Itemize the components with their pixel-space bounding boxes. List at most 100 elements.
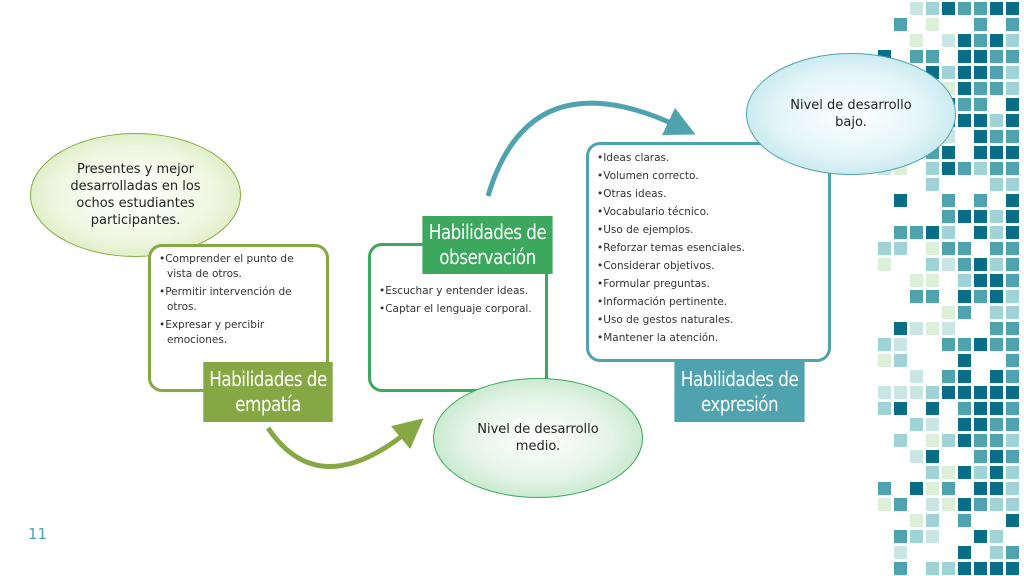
mosaic-square xyxy=(974,146,987,159)
mosaic-square xyxy=(942,482,955,495)
mosaic-square xyxy=(974,98,987,111)
mosaic-square xyxy=(1006,370,1019,383)
mosaic-square xyxy=(1006,466,1019,479)
mosaic-square xyxy=(990,2,1003,15)
mosaic-square xyxy=(958,2,971,15)
mosaic-square xyxy=(990,562,1003,575)
mosaic-square xyxy=(926,322,939,335)
mosaic-square xyxy=(990,418,1003,431)
mosaic-square xyxy=(990,434,1003,447)
mosaic-square xyxy=(1006,354,1019,367)
mosaic-square xyxy=(958,370,971,383)
mosaic-square xyxy=(894,498,907,511)
mosaic-square xyxy=(910,370,923,383)
mosaic-square xyxy=(942,258,955,271)
mosaic-square xyxy=(1006,210,1019,223)
mosaic-square xyxy=(942,162,955,175)
mosaic-square xyxy=(894,562,907,575)
mosaic-square xyxy=(974,194,987,207)
mosaic-square xyxy=(910,482,923,495)
mosaic-square xyxy=(990,34,1003,47)
expression-note-ellipse: Nivel de desarrollo bajo. xyxy=(746,53,956,175)
mosaic-square xyxy=(958,210,971,223)
list-item: Expresar y percibir emociones. xyxy=(159,318,320,348)
mosaic-square xyxy=(958,66,971,79)
mosaic-square xyxy=(1006,306,1019,319)
mosaic-square xyxy=(958,98,971,111)
list-item: Uso de ejemplos. xyxy=(597,223,822,238)
empathy-note-text: Presentes y mejor desarrolladas en los o… xyxy=(70,162,201,228)
mosaic-square xyxy=(942,2,955,15)
mosaic-square xyxy=(974,386,987,399)
mosaic-square xyxy=(958,290,971,303)
mosaic-square xyxy=(974,18,987,31)
mosaic-square xyxy=(878,354,891,367)
mosaic-square xyxy=(974,562,987,575)
mosaic-square xyxy=(990,530,1003,543)
mosaic-square xyxy=(1006,114,1019,127)
mosaic-square xyxy=(1006,178,1019,191)
mosaic-square xyxy=(974,226,987,239)
mosaic-square xyxy=(910,290,923,303)
mosaic-square xyxy=(958,258,971,271)
mosaic-square xyxy=(958,354,971,367)
mosaic-square xyxy=(926,482,939,495)
mosaic-square xyxy=(942,66,955,79)
mosaic-square xyxy=(958,274,971,287)
mosaic-square xyxy=(990,242,1003,255)
mosaic-square xyxy=(910,386,923,399)
mosaic-square xyxy=(1006,546,1019,559)
mosaic-square xyxy=(926,50,939,63)
mosaic-square xyxy=(974,114,987,127)
observation-list: Escuchar y entender ideas. Captar el len… xyxy=(379,284,539,317)
mosaic-square xyxy=(942,434,955,447)
mosaic-square xyxy=(990,210,1003,223)
mosaic-square xyxy=(974,82,987,95)
mosaic-square xyxy=(958,338,971,351)
list-item: Formular preguntas. xyxy=(597,277,822,292)
mosaic-square xyxy=(974,2,987,15)
mosaic-square xyxy=(1006,82,1019,95)
mosaic-square xyxy=(878,498,891,511)
mosaic-square xyxy=(990,50,1003,63)
slide-number: 11 xyxy=(28,525,48,543)
list-item: Comprender el punto de vista de otros. xyxy=(159,252,320,282)
mosaic-square xyxy=(1006,322,1019,335)
list-item: Vocabulario técnico. xyxy=(597,205,822,220)
mosaic-square xyxy=(1006,226,1019,239)
list-item: Información pertinente. xyxy=(597,295,822,310)
mosaic-square xyxy=(990,450,1003,463)
empathy-note-ellipse: Presentes y mejor desarrolladas en los o… xyxy=(30,133,241,257)
mosaic-square xyxy=(894,354,907,367)
mosaic-square xyxy=(958,434,971,447)
mosaic-square xyxy=(990,226,1003,239)
mosaic-square xyxy=(1006,98,1019,111)
mosaic-square xyxy=(1006,562,1019,575)
arrow-empathy-to-observation xyxy=(265,418,424,469)
mosaic-square xyxy=(958,242,971,255)
list-item: Mantener la atención. xyxy=(597,331,822,346)
mosaic-square xyxy=(958,546,971,559)
mosaic-square xyxy=(942,370,955,383)
mosaic-square xyxy=(878,482,891,495)
mosaic-square xyxy=(1006,162,1019,175)
mosaic-square xyxy=(1006,146,1019,159)
mosaic-square xyxy=(926,466,939,479)
mosaic-square xyxy=(958,466,971,479)
mosaic-square xyxy=(958,162,971,175)
mosaic-square xyxy=(990,66,1003,79)
mosaic-square xyxy=(958,498,971,511)
mosaic-square xyxy=(990,482,1003,495)
mosaic-square xyxy=(1006,482,1019,495)
mosaic-square xyxy=(990,146,1003,159)
mosaic-square xyxy=(926,290,939,303)
mosaic-square xyxy=(942,146,955,159)
list-item: Uso de gestos naturales. xyxy=(597,313,822,328)
mosaic-square xyxy=(894,194,907,207)
mosaic-square xyxy=(958,514,971,527)
mosaic-square xyxy=(974,274,987,287)
mosaic-square xyxy=(1006,274,1019,287)
mosaic-square xyxy=(1006,434,1019,447)
mosaic-square xyxy=(926,434,939,447)
mosaic-square xyxy=(1006,130,1019,143)
